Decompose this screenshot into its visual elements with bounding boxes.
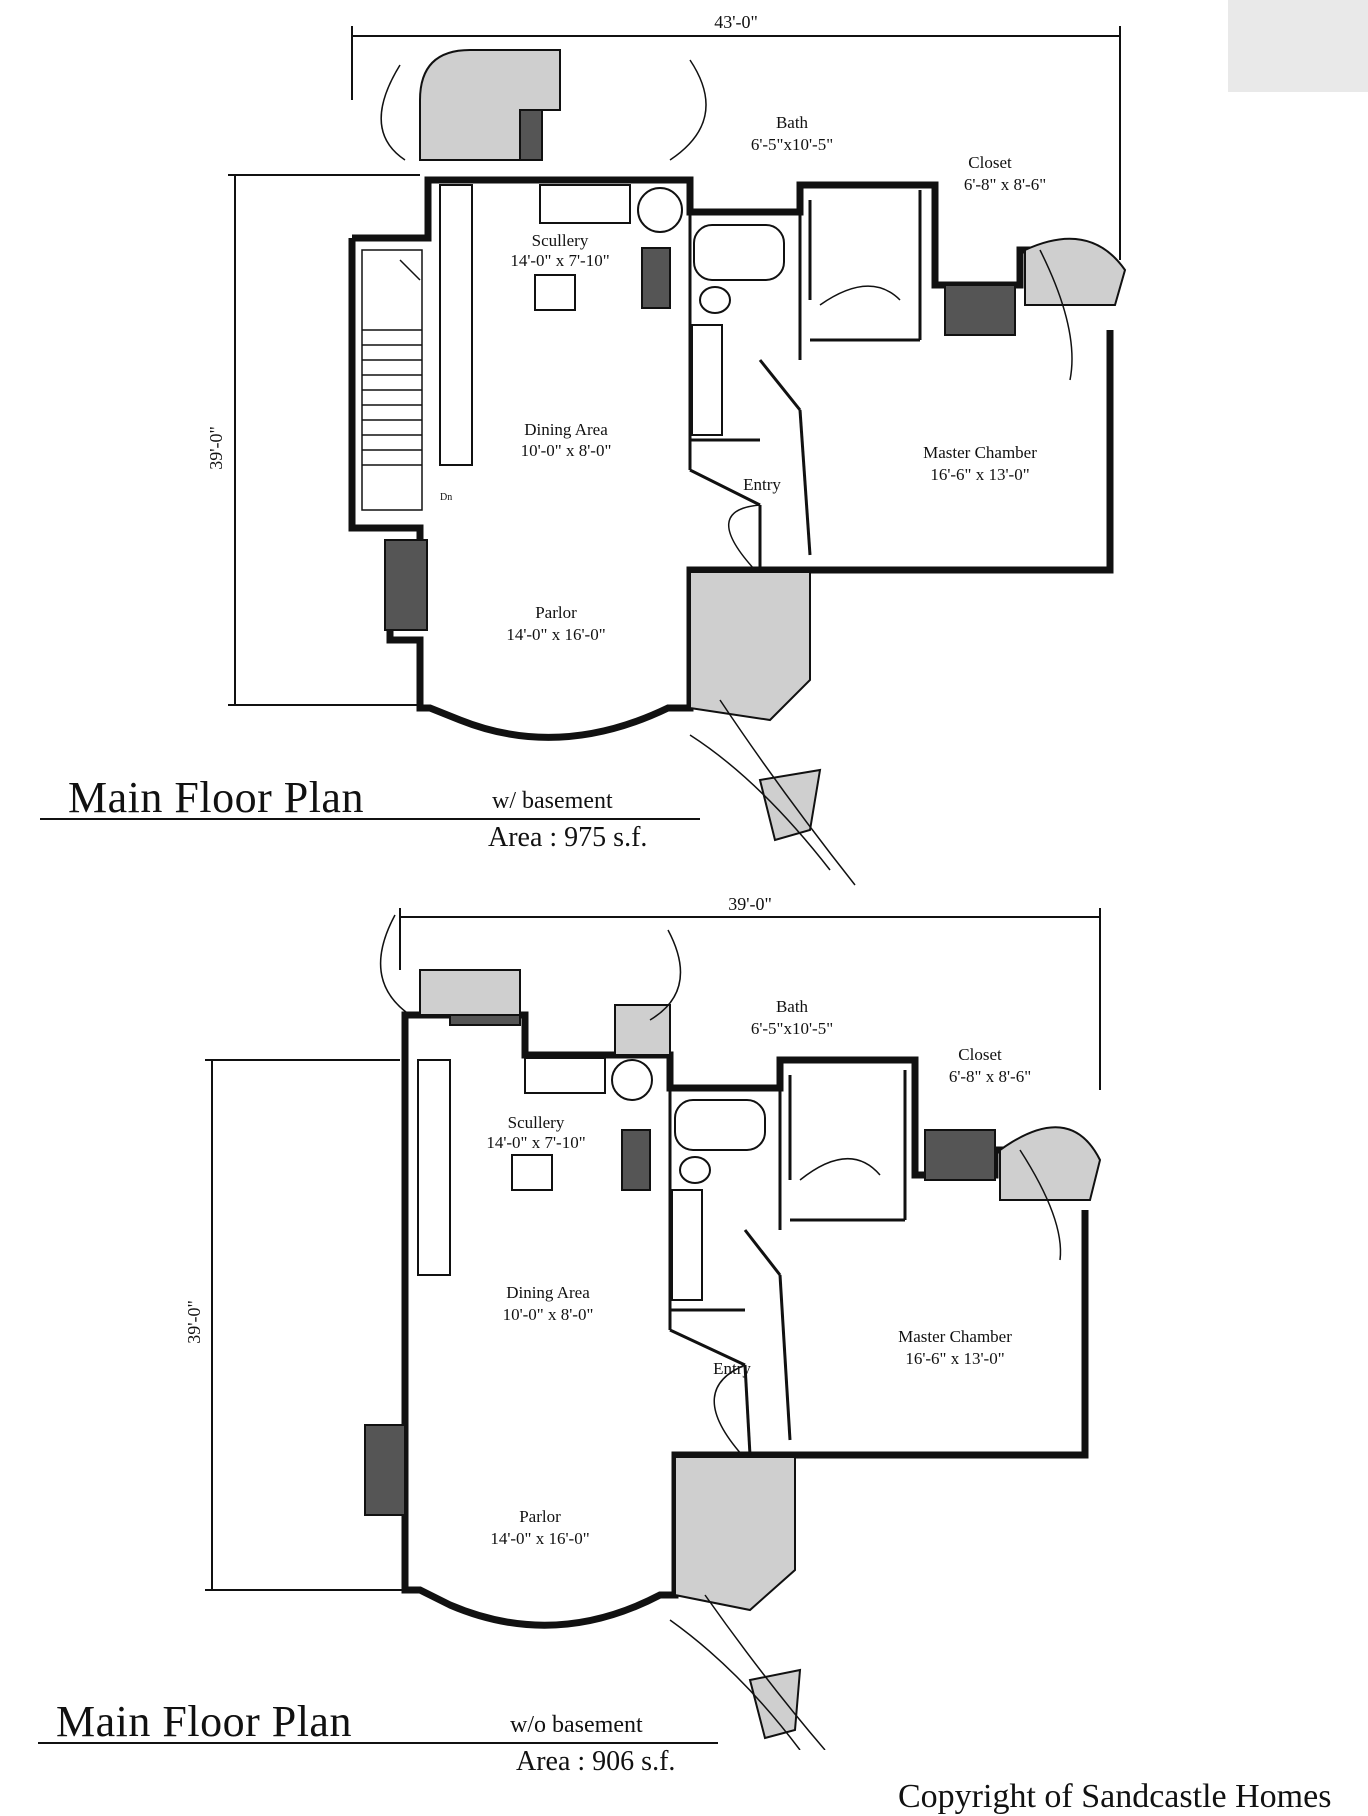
- corner-gray-box: [1228, 0, 1368, 92]
- stairway: [361, 249, 423, 511]
- master-fireplace-icon: [944, 284, 1016, 336]
- toilet-icon: [699, 286, 731, 314]
- plan-area: Area : 975 s.f.: [488, 822, 648, 853]
- patio-door-swing-icon: [1019, 1149, 1062, 1261]
- stove-icon: [621, 1129, 651, 1191]
- door-swing-icon: [379, 914, 411, 1016]
- closet-size: 6'-8" x 8'-6": [964, 175, 1046, 194]
- door-swing-icon: [380, 64, 406, 161]
- bathtub-icon: [693, 224, 785, 281]
- parlor-size: 14'-0" x 16'-0": [506, 625, 605, 644]
- sink-icon: [524, 1057, 606, 1094]
- plan-area: Area : 906 s.f.: [516, 1746, 676, 1777]
- closet-door-swing-icon: [819, 285, 901, 306]
- vanity-icon: [691, 324, 723, 436]
- table-icon: [534, 274, 576, 311]
- stove-icon: [641, 247, 671, 309]
- closet-door-swing-icon: [799, 1157, 881, 1181]
- master-size: 16'-6" x 13'-0": [930, 465, 1029, 484]
- entry-label: Entry: [743, 475, 781, 494]
- side-stone-patio-icon: [999, 1126, 1102, 1201]
- width-dimension-label: 43'-0": [714, 12, 758, 32]
- front-path-stone-icon: [748, 1668, 802, 1740]
- dining-label: Dining Area: [506, 1283, 590, 1302]
- stair-down-label: Dn: [440, 492, 452, 503]
- front-walk-curve: [689, 734, 831, 871]
- entry-door-swing-icon: [728, 504, 761, 571]
- scullery-label: Scullery: [508, 1113, 565, 1132]
- washer-icon: [637, 187, 683, 233]
- sink-icon: [539, 184, 631, 224]
- closet-label: Closet: [958, 1045, 1002, 1064]
- plan-title: Main Floor Plan: [68, 773, 364, 822]
- parlor-label: Parlor: [535, 603, 577, 622]
- front-walk-curve: [719, 699, 856, 886]
- interior-walls: [668, 1070, 907, 1456]
- vanity-icon: [671, 1189, 703, 1301]
- plan-subtitle: w/o basement: [510, 1712, 643, 1738]
- depth-dimension-label: 39'-0": [184, 1300, 204, 1344]
- counter: [439, 184, 473, 466]
- front-stone-porch-icon: [674, 1456, 796, 1612]
- toilet-icon: [679, 1156, 711, 1184]
- entry-door-swing-icon: [713, 1364, 746, 1456]
- rear-stone-patio-icon: [419, 49, 561, 161]
- closet-label: Closet: [968, 153, 1012, 172]
- closet-size: 6'-8" x 8'-6": [949, 1067, 1031, 1086]
- patio-door-swing-icon: [1039, 249, 1073, 381]
- parlor-fireplace-icon: [364, 1424, 406, 1516]
- rear-stone-step-icon: [614, 1004, 671, 1056]
- scullery-size: 14'-0" x 7'-10": [510, 251, 609, 270]
- floor-plan-with-basement: 43'-0" 39'-0" Dn: [206, 12, 1127, 886]
- scullery-size: 14'-0" x 7'-10": [486, 1133, 585, 1152]
- width-dimension-label: 39'-0": [728, 894, 772, 914]
- door-swing-icon: [649, 929, 682, 1021]
- title-underline: [40, 818, 700, 820]
- scullery-label: Scullery: [532, 231, 589, 250]
- dining-size: 10'-0" x 8'-0": [503, 1305, 594, 1324]
- master-label: Master Chamber: [898, 1327, 1012, 1346]
- dining-label: Dining Area: [524, 420, 608, 439]
- bath-size: 6'-5"x10'-5": [751, 1019, 833, 1038]
- entry-label: Entry: [713, 1359, 751, 1378]
- parlor-fireplace-icon: [384, 539, 428, 631]
- front-walk-curve: [704, 1594, 826, 1750]
- front-path-stone-icon: [758, 768, 822, 842]
- plan-title: Main Floor Plan: [56, 1697, 352, 1746]
- side-stone-patio-icon: [1024, 237, 1127, 306]
- dining-size: 10'-0" x 8'-0": [521, 441, 612, 460]
- table-icon: [511, 1154, 553, 1191]
- exterior-walls: [348, 176, 1114, 741]
- counter: [417, 1059, 451, 1276]
- front-walk-curve: [669, 1619, 801, 1750]
- front-stone-porch-icon: [689, 571, 811, 722]
- parlor-label: Parlor: [519, 1507, 561, 1526]
- interior-walls: [688, 190, 922, 570]
- copyright-text: Copyright of Sandcastle Homes: [898, 1778, 1332, 1815]
- plan-subtitle: w/ basement: [492, 788, 613, 814]
- parlor-size: 14'-0" x 16'-0": [490, 1529, 589, 1548]
- master-size: 16'-6" x 13'-0": [905, 1349, 1004, 1368]
- washer-icon: [611, 1059, 653, 1101]
- master-label: Master Chamber: [923, 443, 1037, 462]
- bath-size: 6'-5"x10'-5": [751, 135, 833, 154]
- door-swing-icon: [669, 59, 707, 161]
- bath-label: Bath: [776, 997, 809, 1016]
- bath-label: Bath: [776, 113, 809, 132]
- title-underline: [38, 1742, 718, 1744]
- master-fireplace-icon: [924, 1129, 996, 1181]
- floor-plan-without-basement: 39'-0" 39'-0": [184, 894, 1102, 1750]
- bathtub-icon: [674, 1099, 766, 1151]
- depth-dimension-label: 39'-0": [206, 426, 226, 470]
- rear-stone-patio-icon: [419, 969, 521, 1016]
